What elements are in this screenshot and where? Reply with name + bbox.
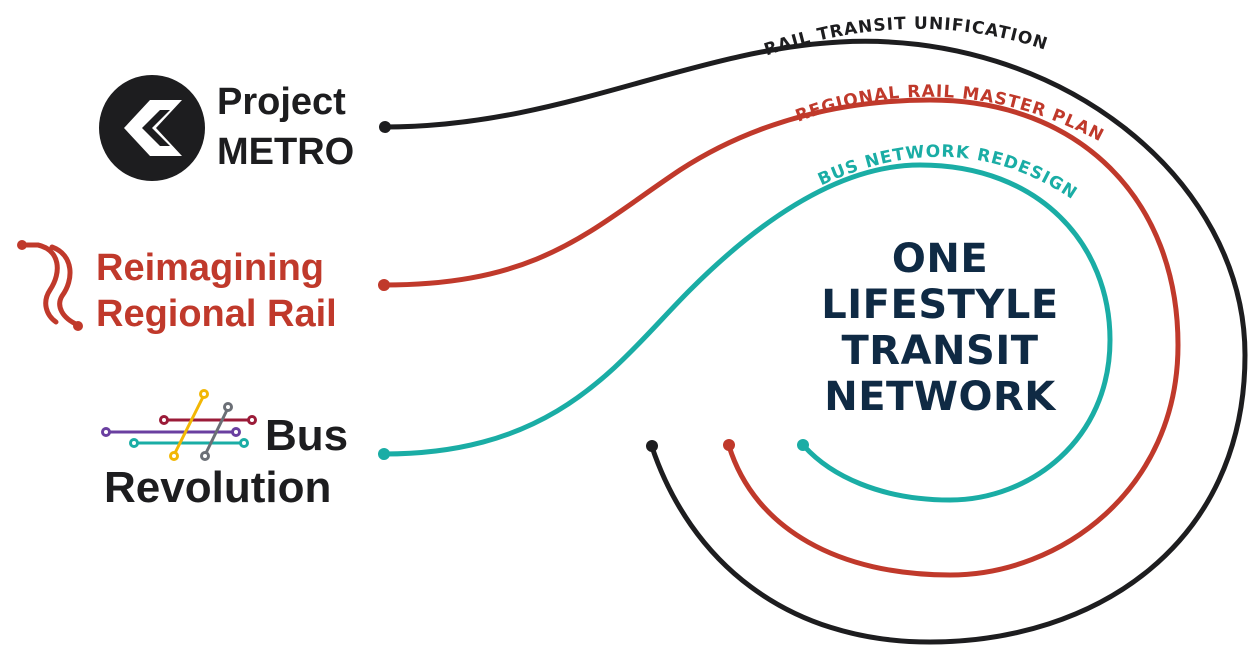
bus-start-dot [378,448,390,460]
reimagining-regional-rail-logo: Reimagining Regional Rail [17,240,337,335]
bus-revolution-logo: Bus Revolution [101,389,348,512]
metro-label-line-1: Project [217,81,346,123]
center-line-4: NETWORK [824,374,1057,420]
metro-start-dot [379,121,391,133]
red-end-dot [723,439,735,451]
center-line-3: TRANSIT [842,328,1039,374]
bus-network-icon [101,389,257,461]
septa-arrow-icon [99,75,205,181]
black-end-dot [646,440,658,452]
rail-label-line-1: Reimagining [96,247,324,289]
teal-end-dot [797,439,809,451]
regional-rail-master-plan-label: REGIONAL RAIL MASTER PLAN [793,82,1107,147]
bus-network-redesign-line [378,162,1113,503]
bus-network-redesign-label: BUS NETWORK REDESIGN [815,142,1081,204]
rail-label-line-2: Regional Rail [96,293,337,335]
bus-label-line-2: Revolution [104,463,331,512]
center-title: ONE LIFESTYLE TRANSIT NETWORK [821,236,1058,420]
metro-label-line-2: METRO [217,131,354,173]
bus-label-line-1: Bus [265,411,348,460]
regional-rail-master-plan-line [378,97,1181,578]
rail-start-dot [378,279,390,291]
center-line-2: LIFESTYLE [821,282,1058,328]
center-line-1: ONE [892,236,988,282]
rail-transit-unification-line [379,38,1248,645]
rail-tracks-icon [17,240,83,331]
rail-transit-unification-label: RAIL TRANSIT UNIFICATION [762,14,1051,61]
project-metro-logo: Project METRO [99,75,354,181]
